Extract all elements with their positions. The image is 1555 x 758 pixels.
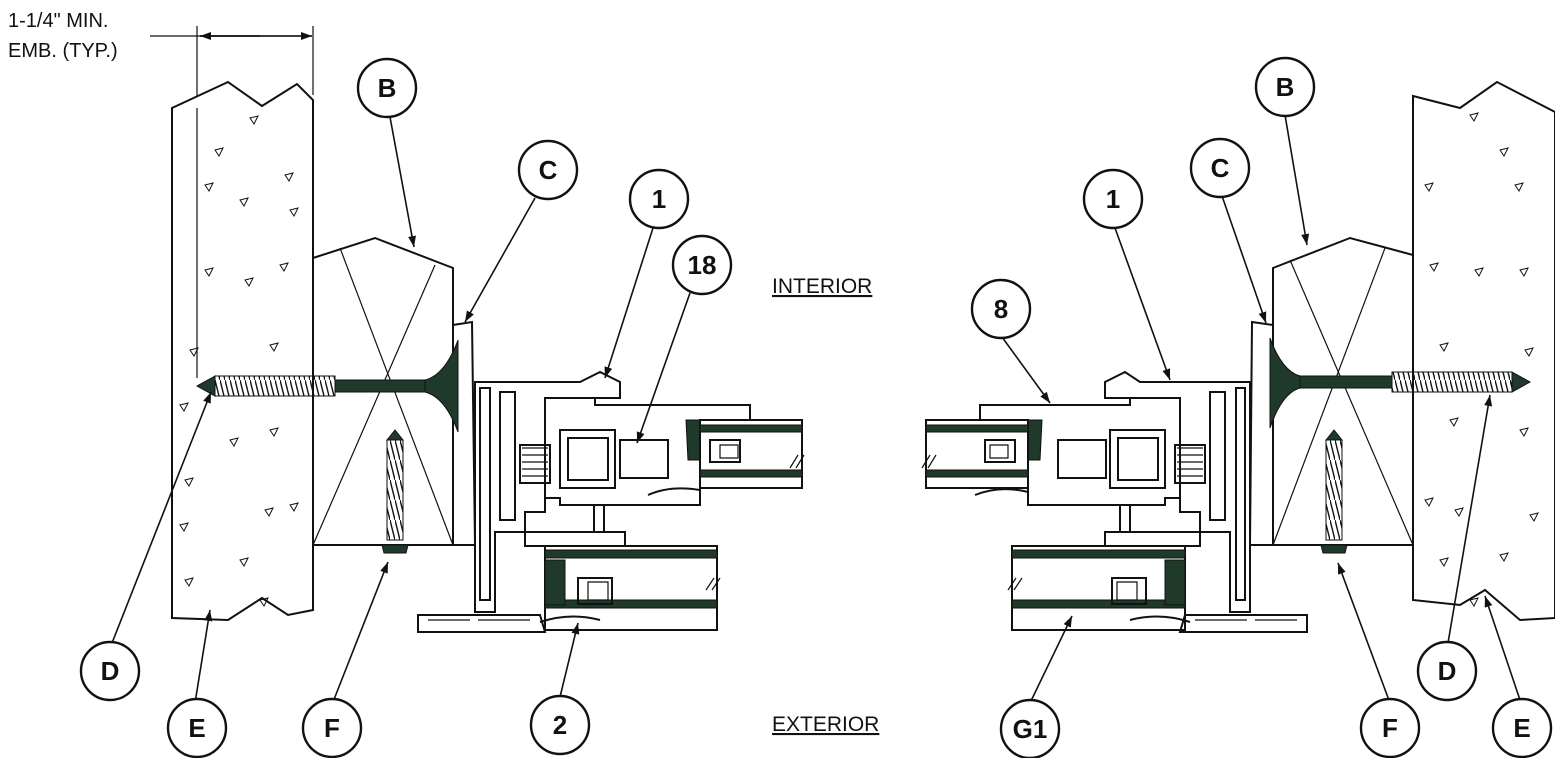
svg-text:1: 1: [652, 184, 666, 214]
svg-text:E: E: [188, 713, 205, 743]
svg-text:18: 18: [688, 250, 717, 280]
callout-f-left: F: [301, 697, 363, 758]
masonry-screw-left: [195, 339, 459, 433]
frame-profile-right: [1104, 370, 1308, 633]
svg-text:C: C: [539, 155, 558, 185]
svg-text:2: 2: [553, 710, 567, 740]
callout-1-right: 1: [1082, 168, 1144, 230]
fixed-lite-right: [1007, 504, 1201, 631]
callout-1-left: 1: [628, 168, 690, 230]
callout-d-left: D: [79, 640, 141, 702]
svg-text:G1: G1: [1013, 714, 1048, 744]
svg-text:E: E: [1513, 713, 1530, 743]
dimension-note-line1: 1-1/4" MIN.: [8, 10, 108, 32]
callout-e-left: E: [166, 697, 228, 758]
concrete-wall-left: [171, 80, 314, 622]
dimension-note: 1-1/4" MIN. EMB. (TYP.): [8, 10, 314, 380]
dimension-note-line2: EMB. (TYP.): [8, 40, 118, 62]
masonry-screw-right: [1269, 337, 1532, 429]
callout-b-left: B: [356, 57, 418, 119]
callout-18-left: 18: [671, 234, 733, 296]
callout-c-right: C: [1189, 137, 1251, 199]
callout-8-right: 8: [970, 278, 1032, 340]
svg-text:D: D: [1438, 656, 1457, 686]
concrete-wall-right: [1412, 80, 1555, 622]
svg-text:B: B: [1276, 72, 1295, 102]
wood-screw-right: [1320, 429, 1348, 554]
svg-text:1: 1: [1106, 184, 1120, 214]
frame-profile-left: [417, 370, 621, 633]
callout-c-left: C: [517, 139, 579, 201]
callout-d-right: D: [1416, 640, 1478, 702]
callout-e-right: E: [1491, 697, 1553, 758]
svg-text:F: F: [1382, 713, 1398, 743]
svg-text:D: D: [101, 656, 120, 686]
callout-g1-right: G1: [999, 698, 1061, 758]
interior-label: INTERIOR: [772, 275, 872, 298]
svg-text:8: 8: [994, 294, 1008, 324]
svg-text:B: B: [378, 73, 397, 103]
leader-lines: [111, 114, 1521, 704]
sash-profile-right: [921, 397, 1181, 506]
callout-f-right: F: [1359, 697, 1421, 758]
callout-bubbles: B C 1 18 D E F 2 B C 1 8 G1 F D E: [79, 56, 1553, 758]
wood-screw-left: [381, 429, 409, 554]
callout-b-right: B: [1254, 56, 1316, 118]
sash-profile-left: [544, 397, 805, 506]
fixed-lite-left: [524, 504, 721, 631]
exterior-label: EXTERIOR: [772, 713, 879, 736]
callout-2-left: 2: [529, 694, 591, 756]
svg-text:F: F: [324, 713, 340, 743]
svg-text:C: C: [1211, 153, 1230, 183]
